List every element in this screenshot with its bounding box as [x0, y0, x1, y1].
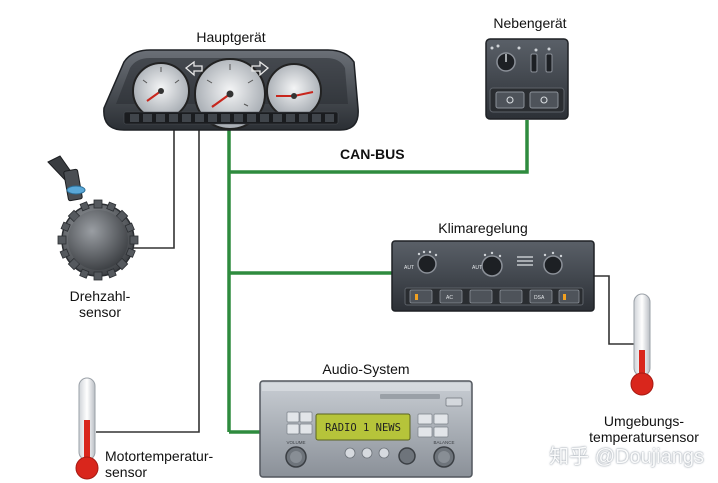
seat-heat-right-button: [558, 289, 580, 304]
label-can-bus: CAN-BUS: [340, 146, 405, 162]
can-bus-lines: [227, 120, 529, 434]
turn-signal-right-icon: [251, 60, 270, 77]
label-speed-sensor-line2: sensor: [78, 304, 122, 320]
radio-display-text: RADIO 1 NEWS: [325, 422, 401, 434]
secondary-unit-panel: [485, 38, 569, 120]
label-secondary-unit: Nebengerät: [493, 15, 567, 31]
label-audio-system: Audio-System: [322, 361, 410, 377]
climate-dsa-label: DSA: [534, 295, 545, 301]
engine-temp-thermometer: [75, 377, 99, 480]
fuel-temp-gauge: [266, 63, 322, 119]
climate-aut-mid: AUT: [472, 265, 482, 271]
temp-knob-left: [417, 254, 437, 274]
wire-ambient-temp-sensor: [590, 275, 634, 345]
label-climate-control: Klimaregelung: [438, 220, 528, 236]
label-engine-temp-line2: sensor: [105, 464, 148, 480]
gauge-needle-right: [293, 91, 314, 97]
seat-heat-left-button: [409, 289, 433, 304]
rear-fog-button: [529, 91, 559, 109]
radio-balance-label: BALANCE: [433, 440, 454, 445]
tone-wheel-gear: [57, 199, 139, 281]
preset-button-2: [361, 447, 373, 459]
label-ambient-temp-line1: Umgebungs-: [603, 413, 685, 429]
defrost-button: [499, 289, 523, 304]
label-speed-sensor-line1: Drehzahl-: [69, 288, 131, 304]
climate-ac-label: AC: [446, 295, 453, 301]
temp-knob-right: [543, 255, 563, 275]
dimmer-slider-right: [545, 53, 553, 73]
ac-button: [439, 289, 463, 304]
recirc-button: [469, 289, 493, 304]
label-ambient-temp-line2: temperatursensor: [589, 429, 699, 445]
fan-knob: [481, 255, 503, 277]
turn-signal-left-icon: [184, 60, 203, 77]
climate-aut-left: AUT: [404, 265, 414, 271]
preset-button-1: [344, 447, 356, 459]
watermark: 知乎 @Doujiangs: [549, 446, 704, 468]
preset-button-3: [378, 447, 390, 459]
wire-speed-sensor: [126, 128, 175, 249]
label-main-unit: Hauptgerät: [196, 29, 266, 45]
wire-engine-temp-sensor: [96, 128, 200, 433]
radio-display: [315, 413, 411, 441]
tuning-knob: [398, 447, 416, 465]
label-engine-temp-line1: Motortemperatur-: [105, 448, 214, 464]
bus-link-secondary-unit: [229, 120, 529, 174]
climate-control-panel: AUT AUT AC DSA: [391, 240, 595, 312]
speedometer-needle: [211, 93, 231, 108]
speed-sensor: [47, 155, 139, 281]
instrument-cluster: [103, 49, 359, 131]
dsa-button: [529, 289, 553, 304]
sensor-wires: [96, 128, 634, 433]
audio-system: RADIO 1 NEWS VOLUME BALANCE: [259, 380, 473, 478]
fog-light-button: [495, 91, 525, 109]
radio-volume-label: VOLUME: [286, 440, 305, 445]
ambient-temp-thermometer: [630, 293, 654, 396]
dimmer-slider-left: [530, 53, 538, 73]
